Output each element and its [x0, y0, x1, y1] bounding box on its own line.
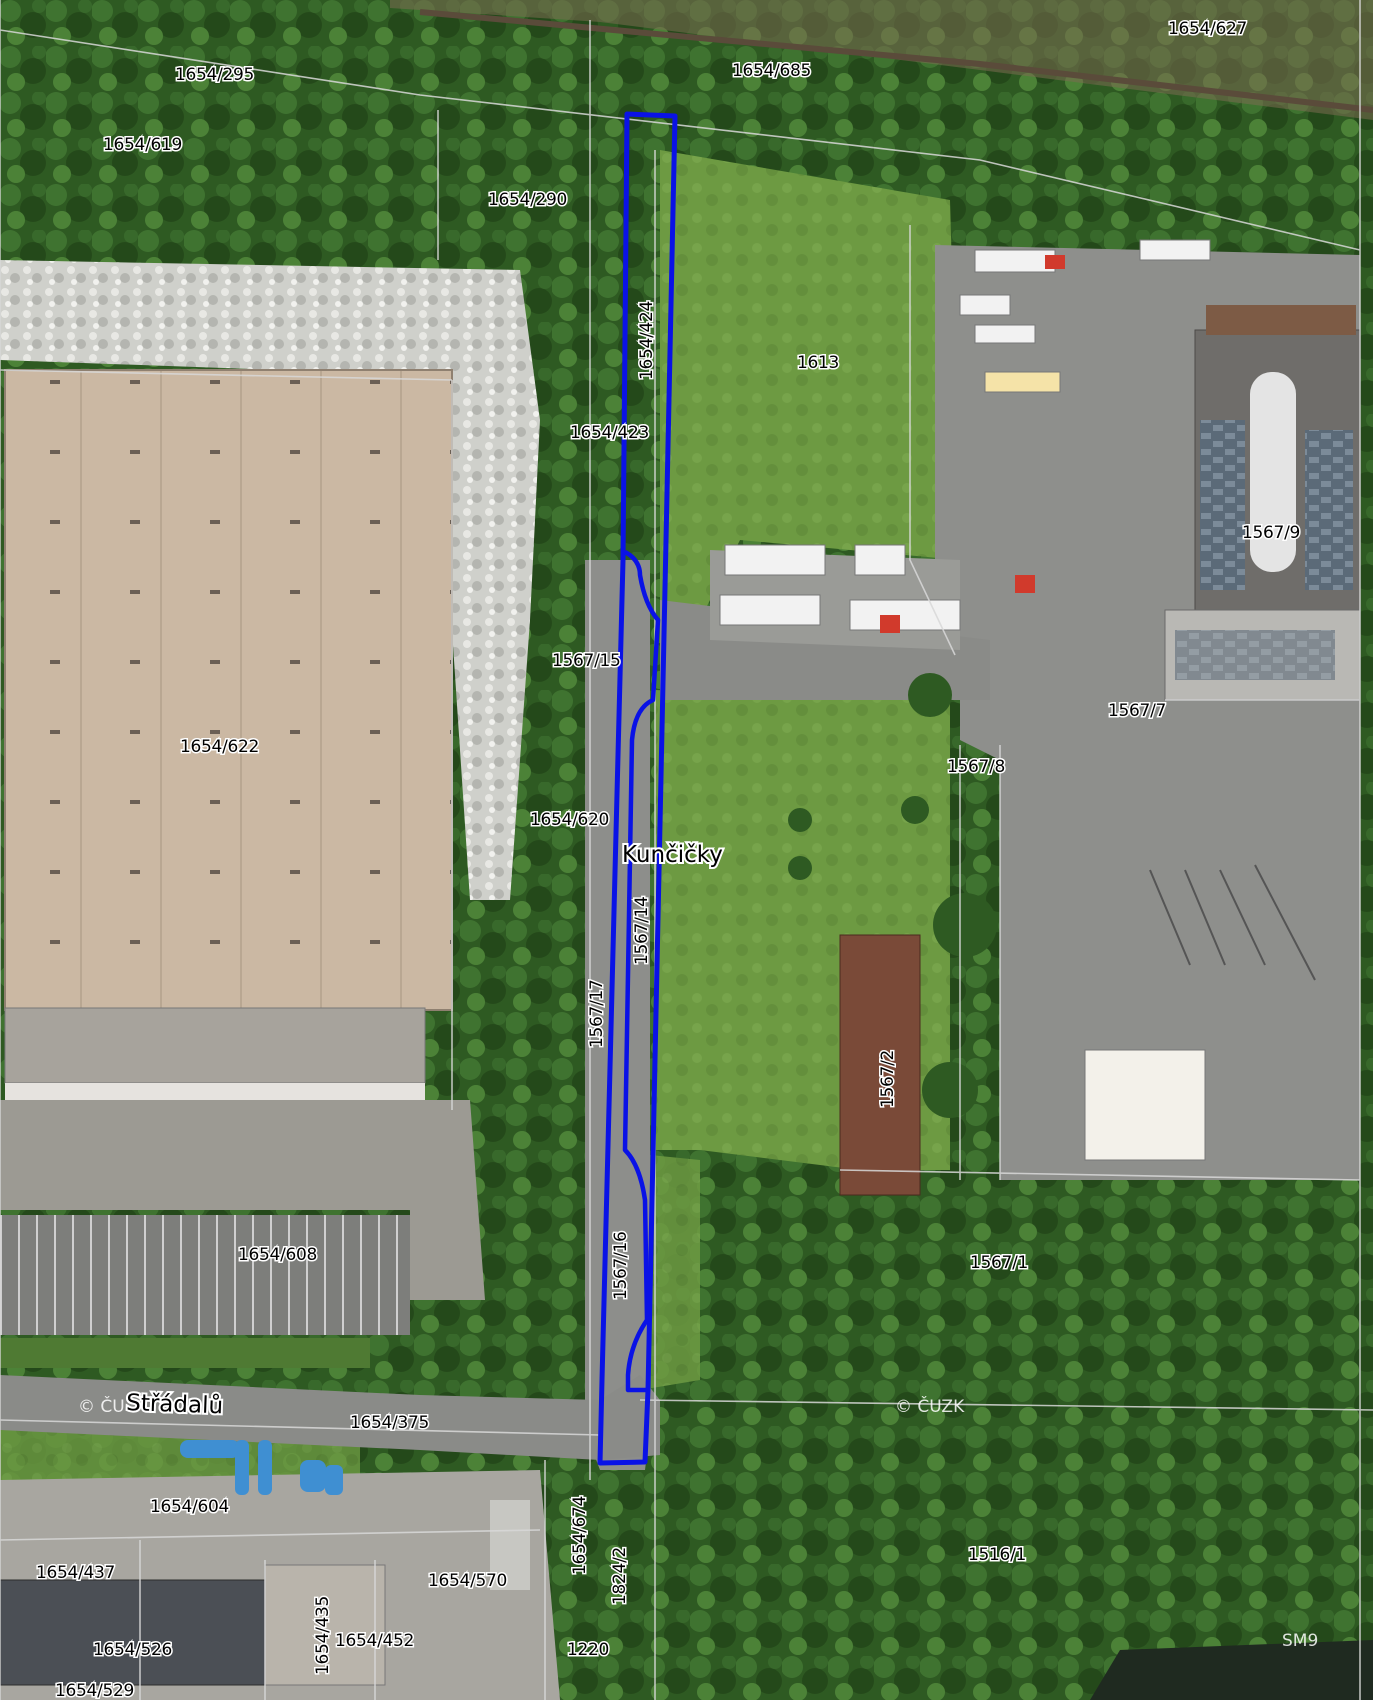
parcel-label: 1613: [797, 353, 839, 373]
parcel-label: 1654/437: [36, 1563, 115, 1583]
parcel-label: 1654/424: [637, 301, 657, 380]
parcel-label: 1654/619: [103, 135, 182, 155]
parcel-label: 1654/526: [93, 1640, 172, 1660]
parcel-label: 1567/17: [587, 979, 607, 1048]
street-label: Střádalů: [126, 1389, 224, 1419]
parcel-label: 1654/452: [335, 1631, 414, 1651]
parcel-label: 1654/290: [488, 190, 567, 210]
parcel-label: 1654/570: [428, 1571, 507, 1591]
parcel-label: 1654/685: [732, 61, 811, 81]
parcel-label: 1654/608: [238, 1245, 317, 1265]
parcel-label: 1654/604: [150, 1497, 229, 1517]
parcel-label: 1654/529: [55, 1681, 134, 1700]
copyright-watermark: © ČUZK: [895, 1395, 965, 1417]
parcel-label: 1654/622: [180, 737, 259, 757]
parcel-label: 1567/16: [611, 1231, 631, 1300]
parcel-label: 1567/2: [878, 1050, 898, 1108]
parcel-label: 1567/1: [970, 1253, 1028, 1273]
highlighted-parcel-outline[interactable]: [597, 111, 678, 1466]
parcel-label: 1516/1: [968, 1545, 1026, 1565]
parcel-label: 1654/423: [570, 423, 649, 443]
corner-mark: SM9: [1282, 1631, 1318, 1651]
parcel-label: 1654/295: [175, 65, 254, 85]
parcel-label: 1567/14: [632, 896, 652, 965]
parcel-label: 1654/620: [530, 810, 609, 830]
parcel-label: 1567/15: [552, 651, 621, 671]
parcel-label: 1654/674: [570, 1496, 590, 1575]
parcel-label: 1654/375: [350, 1413, 429, 1433]
parcel-label: 1567/7: [1108, 701, 1166, 721]
locality-label: Kunčičky: [622, 842, 723, 868]
copyright-watermark-partial: © ČU: [78, 1395, 125, 1417]
parcel-label: 1824/2: [610, 1547, 630, 1605]
parcel-label: 1654/627: [1168, 19, 1247, 39]
parcel-label: 1220: [567, 1640, 609, 1660]
highlighted-parcel-inner-outline[interactable]: [622, 550, 661, 1393]
parcel-label: 1567/8: [947, 757, 1005, 777]
parcel-label: 1654/435: [313, 1596, 333, 1675]
parcel-label: 1567/9: [1242, 523, 1300, 543]
